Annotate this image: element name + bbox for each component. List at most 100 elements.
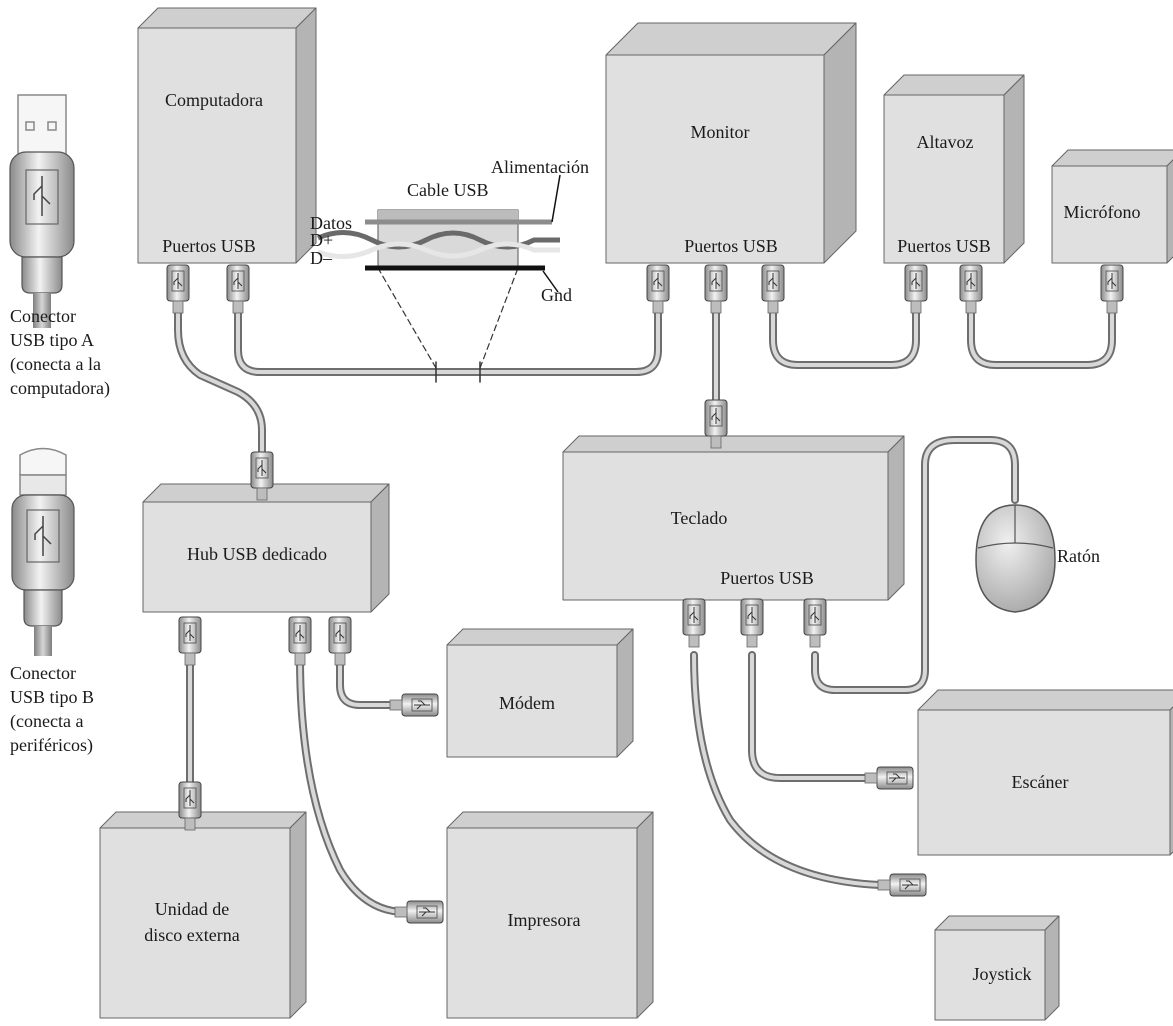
usb-cable-detail — [316, 174, 561, 293]
modem-box-front — [446, 644, 618, 758]
hub-label: Hub USB dedicado — [187, 544, 327, 564]
computadora-label: Computadora — [165, 90, 263, 110]
escaner-box — [917, 689, 1173, 856]
escaner-box-top — [917, 689, 1173, 711]
cable-computer-monitor — [234, 296, 662, 376]
usb-plug-altavoz-2 — [959, 264, 983, 314]
usb-plugs — [166, 264, 1124, 924]
usb-plug-monitor-3 — [761, 264, 785, 314]
altavoz-ports-label: Puertos USB — [897, 236, 991, 256]
usb-plug-keyboard-1 — [682, 598, 706, 648]
teclado-box-side — [887, 435, 905, 601]
escaner-label: Escáner — [1012, 772, 1069, 792]
altavoz-box-front — [883, 94, 1005, 264]
teclado-box-top — [562, 435, 905, 453]
usb-type-b-caption-line: USB tipo B — [10, 687, 95, 707]
impresora-box-side — [636, 811, 654, 1019]
disco-box-side — [289, 811, 307, 1019]
usb-plug-keyboard-in — [704, 399, 728, 449]
cable-hub-impresora — [296, 654, 409, 916]
computadora-box — [137, 7, 317, 264]
usb-plug-computer-1 — [166, 264, 190, 314]
monitor-label: Monitor — [690, 122, 749, 142]
joystick-box-side — [1044, 915, 1060, 1021]
impresora-label: Impresora — [508, 910, 581, 930]
joystick-box-front — [934, 929, 1046, 1021]
impresora-box — [446, 811, 654, 1019]
hub-box-side — [370, 483, 390, 613]
usb-type-b-caption-line: (conecta a — [10, 711, 84, 731]
teclado-label: Teclado — [671, 508, 728, 528]
data-minus-wire — [317, 241, 560, 259]
cable-power-label: Alimentación — [491, 157, 589, 177]
usb-type-a-caption: Conector USB tipo A (conecta a la comput… — [10, 304, 110, 400]
mouse-icon — [975, 504, 1056, 613]
microfono-label: Micrófono — [1064, 202, 1141, 222]
computadora-box-front — [137, 27, 297, 264]
usb-plug-impresora — [394, 900, 444, 924]
microfono-box-side — [1166, 159, 1173, 264]
joystick-box-top — [934, 915, 1060, 931]
cable-d-plus-label: D+ — [310, 230, 333, 250]
cable-computer-hub — [174, 296, 266, 462]
cable-monitor-altavoz — [769, 296, 920, 369]
cable-d-minus-label: D– — [310, 248, 333, 268]
usb-plug-hub-2 — [288, 616, 312, 666]
computadora-ports-label: Puertos USB — [162, 236, 256, 256]
cable-hub-modem — [336, 654, 399, 709]
teclado-box-front — [562, 451, 889, 601]
microfono-box-top — [1051, 149, 1173, 167]
altavoz-box — [883, 74, 1025, 264]
usb-type-b-caption-line: Conector — [10, 663, 76, 683]
usb-plug-modem — [389, 693, 439, 717]
usb-plug-escaner — [864, 766, 914, 790]
usb-plug-microfono — [1100, 264, 1124, 314]
impresora-box-top — [446, 811, 654, 829]
monitor-box-side — [823, 22, 857, 264]
device-boxes — [99, 7, 1173, 1021]
usb-type-a-caption-line: Conector — [10, 306, 76, 326]
computadora-box-top — [137, 7, 317, 29]
usb-type-a-caption-line: (conecta a la — [10, 354, 101, 374]
usb-plug-joystick — [877, 873, 927, 897]
microfono-box-front — [1051, 165, 1168, 264]
teclado-ports-label: Puertos USB — [720, 568, 814, 588]
modem-label: Módem — [499, 693, 555, 713]
cable-ground-label: Gnd — [541, 285, 572, 305]
usb-plug-hub-in — [250, 451, 274, 501]
monitor-box — [605, 22, 857, 264]
usb-plug-monitor-1 — [646, 264, 670, 314]
hub-box — [142, 483, 390, 613]
disco-label-line2: disco externa — [144, 925, 239, 945]
usb-type-a-connector-icon — [9, 94, 75, 328]
teclado-box — [562, 435, 905, 601]
altavoz-box-top — [883, 74, 1025, 96]
microfono-box — [1051, 149, 1173, 264]
monitor-box-front — [605, 54, 825, 264]
altavoz-label: Altavoz — [917, 132, 974, 152]
impresora-box-front — [446, 827, 638, 1019]
disco-box-front — [99, 827, 291, 1019]
usb-plug-hub-3 — [328, 616, 352, 666]
joystick-label: Joystick — [972, 964, 1031, 984]
altavoz-box-side — [1003, 74, 1025, 264]
cables — [174, 267, 1116, 916]
usb-type-b-connector-icon — [11, 447, 75, 656]
usb-type-a-caption-line: USB tipo A — [10, 330, 95, 350]
modem-box-top — [446, 628, 634, 646]
disco-box — [99, 811, 307, 1019]
cable-altavoz-microfono — [967, 296, 1116, 369]
usb-plug-altavoz-1 — [904, 264, 928, 314]
usb-type-b-caption: Conector USB tipo B (conecta a periféric… — [10, 661, 94, 757]
usb-plug-keyboard-2 — [740, 598, 764, 648]
cable-data-label: Datos — [310, 213, 352, 233]
labels: Computadora Puertos USB Monitor Puertos … — [144, 90, 1140, 984]
modem-box — [446, 628, 634, 758]
usb-type-a-caption-line: computadora) — [10, 378, 110, 398]
modem-box-side — [616, 628, 634, 758]
disco-box-top — [99, 811, 307, 829]
usb-type-b-caption-line: periféricos) — [10, 735, 93, 755]
cable-usb-title: Cable USB — [407, 180, 489, 200]
usb-plug-computer-2 — [226, 264, 250, 314]
